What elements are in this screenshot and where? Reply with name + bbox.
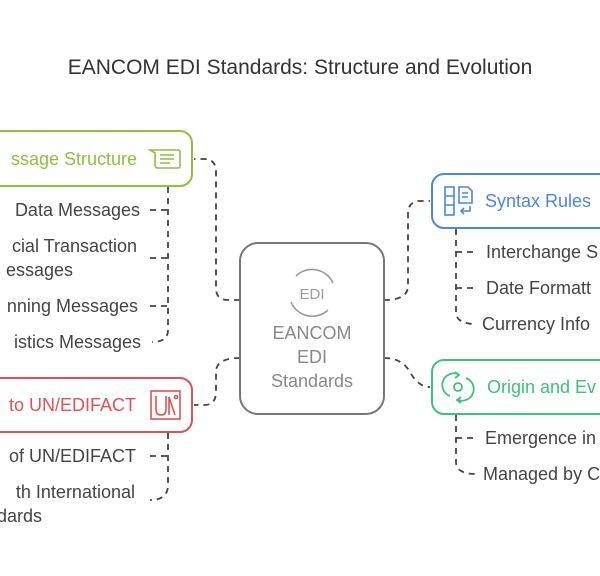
node-syntax-rules[interactable]: Syntax Rules <box>431 173 600 229</box>
connector-syntax-children <box>455 229 477 325</box>
diagram-title: EANCOM EDI Standards: Structure and Evol… <box>68 56 533 79</box>
node-label: Origin and Ev <box>487 377 596 397</box>
connector-origin-children <box>455 415 477 475</box>
list-item: cial Transaction <box>12 236 137 256</box>
list-item: nning Messages <box>7 296 138 316</box>
list-item: dards <box>0 506 42 526</box>
list-item: Managed by C <box>483 464 600 484</box>
list-item: Emergence in <box>485 428 596 448</box>
connector-un-edifact <box>194 357 241 406</box>
connector-message-structure <box>194 158 240 301</box>
connector-message-children <box>150 187 169 343</box>
connector-origin <box>383 357 431 388</box>
center-label-line: EANCOM <box>272 323 351 343</box>
list-item: Data Messages <box>15 200 140 220</box>
list-item: of UN/EDIFACT <box>9 446 136 466</box>
node-label: Syntax Rules <box>485 191 591 211</box>
cycle-icon <box>441 371 475 404</box>
list-item: Interchange S <box>486 242 598 262</box>
syntax-document-icon <box>444 186 473 216</box>
node-un-edifact[interactable]: to UN/EDIFACT <box>0 377 193 433</box>
node-label: to UN/EDIFACT <box>9 395 136 415</box>
list-item: Currency Info <box>482 314 590 334</box>
node-label: ssage Structure <box>11 149 137 169</box>
connector-syntax-rules <box>383 200 430 301</box>
center-label-line: EDI <box>297 347 327 367</box>
list-item: essages <box>6 260 73 280</box>
node-message-structure[interactable]: ssage Structure <box>0 130 193 187</box>
edi-icon: EDI <box>290 268 334 317</box>
list-item: th International <box>16 482 135 502</box>
message-lines-icon <box>147 149 181 169</box>
center-label-line: Standards <box>271 371 353 391</box>
center-node[interactable]: EDI EANCOM EDI Standards <box>239 242 385 415</box>
un-logo-icon <box>150 390 181 420</box>
svg-text:EDI: EDI <box>299 286 324 303</box>
connector-un-children <box>149 433 169 501</box>
list-item: Date Formatt <box>486 278 591 298</box>
list-item: istics Messages <box>14 332 141 352</box>
node-origin[interactable]: Origin and Ev <box>431 359 600 415</box>
